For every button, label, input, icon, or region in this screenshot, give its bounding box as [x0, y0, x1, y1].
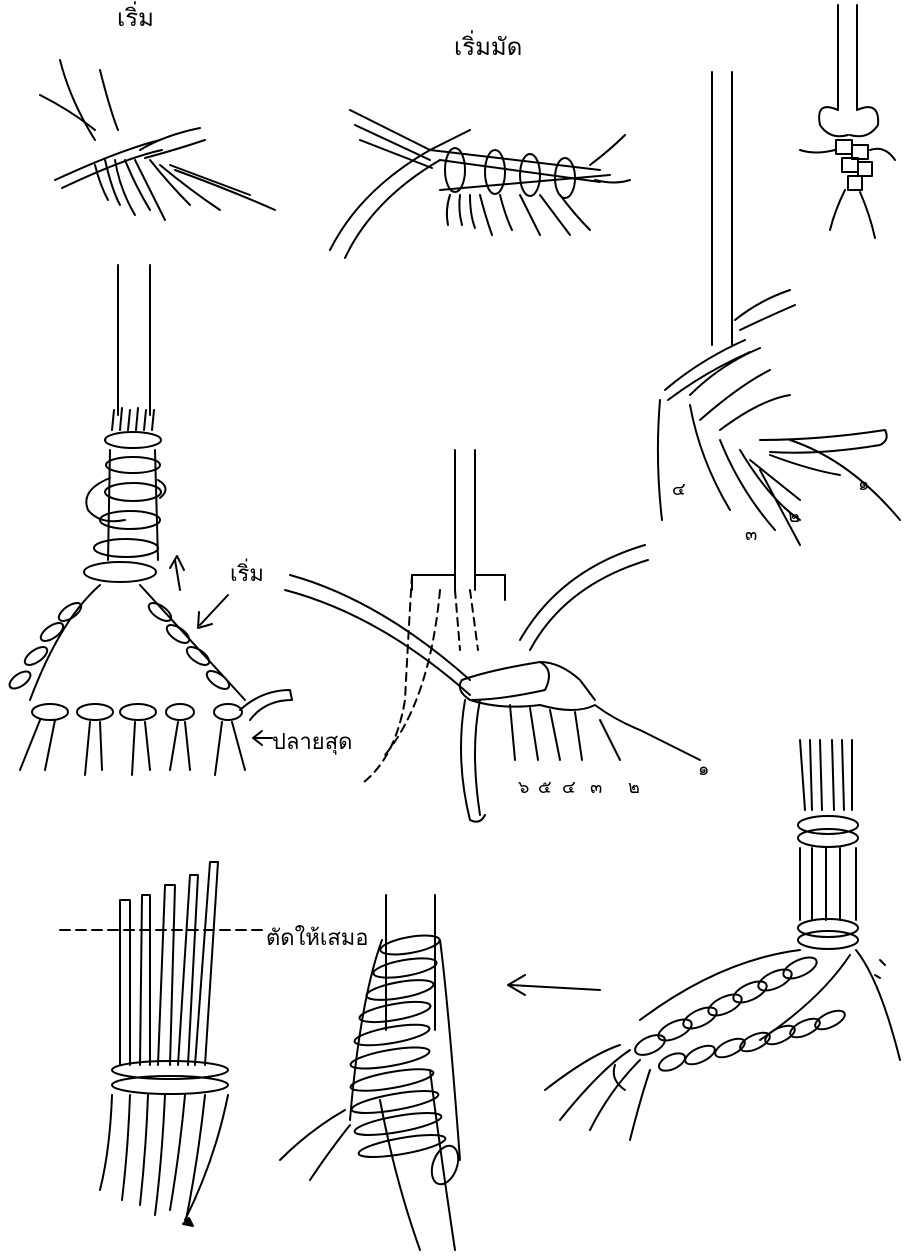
number-1-right: ๑ — [858, 474, 869, 495]
panel-center-tie: ๖ ๕ ๔ ๓ ๒ ๑ — [285, 450, 709, 822]
number-2-center: ๒ — [628, 777, 640, 798]
number-1-center: ๑ — [698, 759, 709, 780]
number-3-center: ๓ — [590, 777, 602, 798]
panel-full-broom — [7, 265, 292, 775]
number-4-center: ๔ — [562, 777, 576, 798]
number-5-center: ๕ — [538, 777, 552, 798]
panel-numbered-head: ๔ ๓ ๒ ๑ — [658, 72, 900, 545]
panel-small-knot — [800, 5, 895, 238]
panel-wrapped-handle — [508, 740, 900, 1140]
number-3-right: ๓ — [745, 524, 757, 545]
number-6-center: ๖ — [518, 777, 529, 798]
panel-wrapped-closeup — [280, 895, 463, 1250]
panel-start-tie — [330, 110, 630, 258]
panel-cut-even — [60, 862, 262, 1226]
panel-start-knot — [40, 60, 275, 220]
number-4-right: ๔ — [672, 479, 686, 500]
number-2-right: ๒ — [788, 506, 800, 527]
